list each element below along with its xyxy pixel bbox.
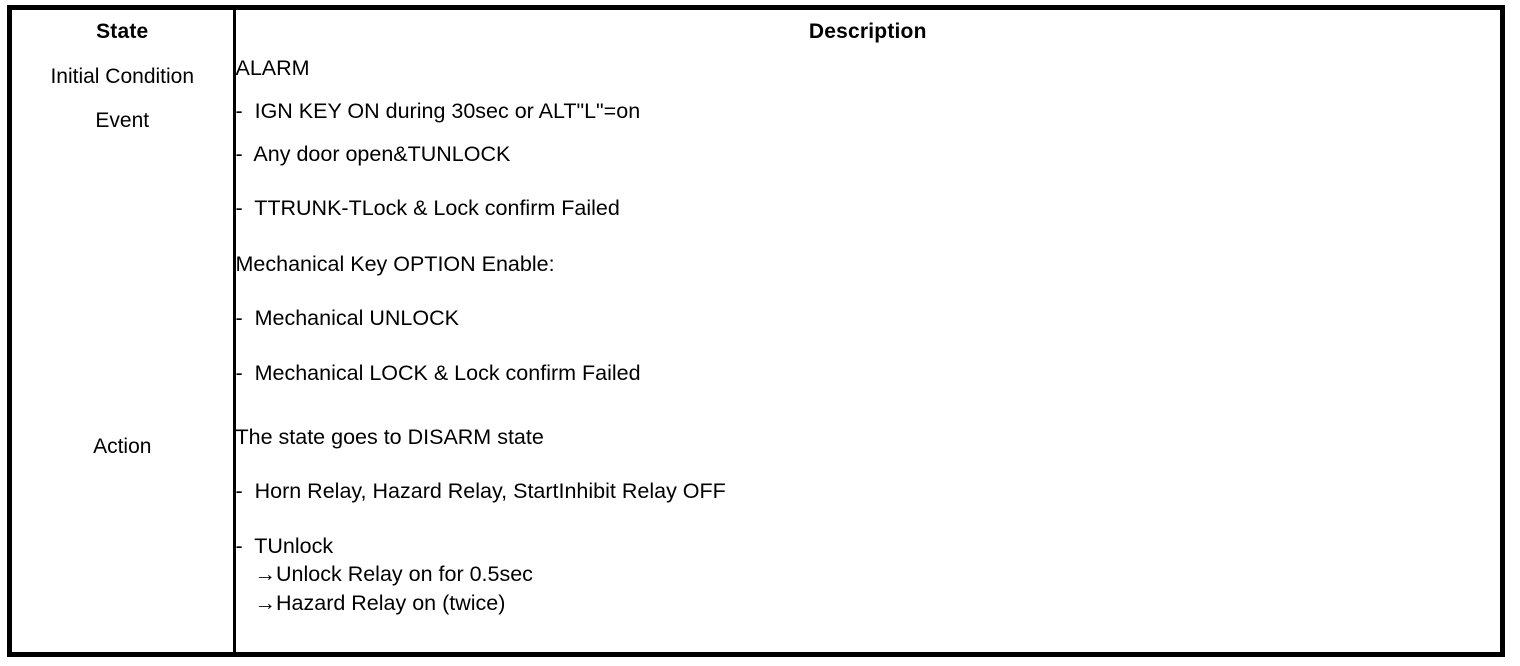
description-line: - Mechanical LOCK & Lock confirm Failed xyxy=(235,360,641,385)
description-line: - Mechanical UNLOCK xyxy=(235,306,459,331)
description-cell-action: The state goes to DISARM state - Horn Re… xyxy=(234,423,1500,652)
description-cell-event-2: - Any door open&TUNLOCK - TTRUNK-TLock &… xyxy=(234,140,1500,250)
table-row-action: Action The state goes to DISARM state - … xyxy=(12,423,1500,652)
description-line: - TUnlock xyxy=(235,533,334,558)
header-cell-description: Description xyxy=(234,10,1500,54)
description-line: - IGN KEY ON during 30sec or ALT"L"=on xyxy=(235,99,641,123)
table-row-initial-condition: Initial Condition ALARM xyxy=(12,54,1500,97)
column-header-description: Description xyxy=(808,20,927,43)
line-spacer xyxy=(236,506,1501,532)
table-row-event-1: Event - IGN KEY ON during 30sec or ALT"L… xyxy=(12,97,1500,423)
description-sub-line: →Hazard Relay on (twice) xyxy=(254,590,506,615)
table-row-event-2: - Any door open&TUNLOCK - TTRUNK-TLock &… xyxy=(12,140,1500,250)
table-header-row: State Description xyxy=(12,10,1500,54)
line-spacer xyxy=(236,451,1501,477)
state-label-initial-condition: Initial Condition xyxy=(50,65,195,88)
table-row-event-3: Mechanical Key OPTION Enable: - Mechanic… xyxy=(12,250,1500,423)
state-cell-event: Event xyxy=(12,97,236,423)
state-cell-action: Action xyxy=(12,423,236,652)
line-spacer xyxy=(236,278,1501,304)
state-label-event: Event xyxy=(95,109,150,132)
description-line: Mechanical Key OPTION Enable: xyxy=(235,252,555,276)
state-cell-initial-condition: Initial Condition xyxy=(12,54,236,97)
description-line: - TTRUNK-TLock & Lock confirm Failed xyxy=(235,196,620,221)
description-line: The state goes to DISARM state xyxy=(235,425,544,449)
column-header-state: State xyxy=(96,20,149,43)
line-spacer xyxy=(236,333,1501,359)
description-line: ALARM xyxy=(235,56,310,80)
description-cell-initial-condition: ALARM xyxy=(234,54,1500,97)
table: State Description Initial Condition ALAR… xyxy=(12,10,1500,652)
description-line: - Any door open&TUNLOCK xyxy=(235,142,511,166)
state-description-table: State Description Initial Condition ALAR… xyxy=(7,5,1505,657)
line-spacer xyxy=(236,168,1501,194)
header-cell-state: State xyxy=(12,10,236,54)
description-line: - Horn Relay, Hazard Relay, StartInhibit… xyxy=(235,479,726,504)
description-sub-line: →Unlock Relay on for 0.5sec xyxy=(254,562,533,587)
description-cell-event-3: Mechanical Key OPTION Enable: - Mechanic… xyxy=(234,250,1500,423)
state-label-action: Action xyxy=(93,435,152,458)
description-cell-event-1: - IGN KEY ON during 30sec or ALT"L"=on xyxy=(234,97,1500,140)
